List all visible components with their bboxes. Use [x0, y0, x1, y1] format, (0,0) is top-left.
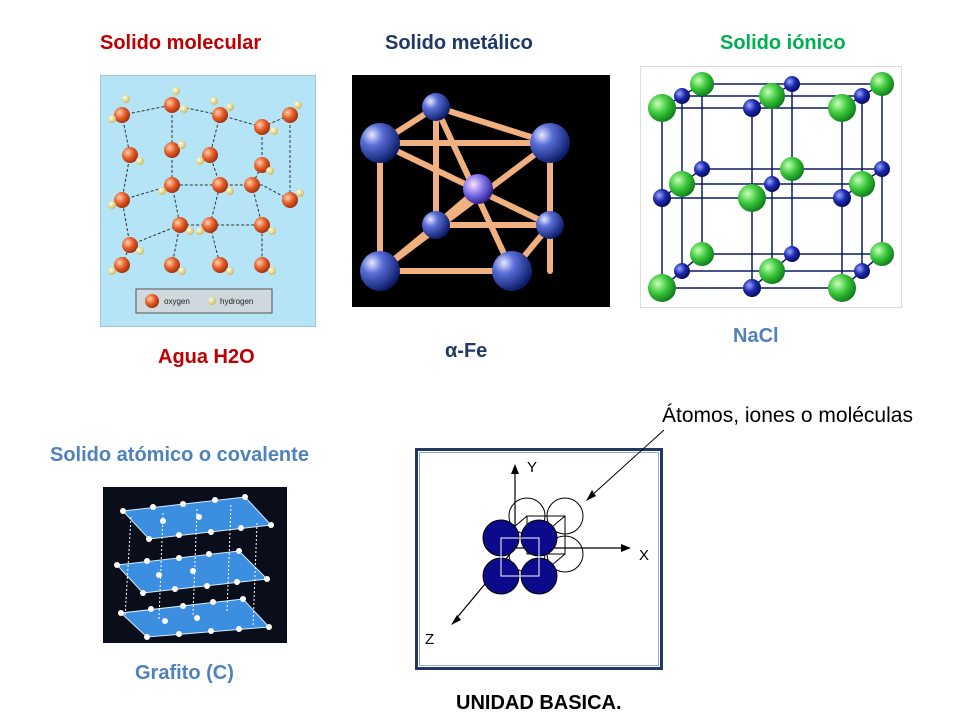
caption-alpha-iron: α-Fe	[445, 340, 488, 362]
caption-water: Agua H2O	[158, 346, 255, 368]
title-molecular-solid: Solido molecular	[100, 32, 262, 54]
title-covalent-solid: Solido atómico o covalente	[50, 444, 309, 466]
caption-graphite: Grafito (C)	[135, 662, 234, 684]
z-axis-label: Z	[425, 631, 434, 648]
x-axis-label: X	[639, 547, 649, 564]
caption-unit-cell: UNIDAD BASICA.	[456, 692, 622, 714]
water-structure-image: oxygen hydrogen	[100, 75, 316, 327]
caption-nacl: NaCl	[733, 325, 779, 347]
iron-bcc-structure-image	[352, 75, 610, 307]
legend-oxygen-label: oxygen	[164, 297, 190, 306]
hydrogen-legend-swatch	[208, 297, 216, 305]
y-axis-label: Y	[527, 459, 537, 476]
legend-hydrogen-label: hydrogen	[220, 297, 253, 306]
unit-cell-diagram: Y X Z	[415, 448, 663, 670]
title-metallic-solid: Solido metálico	[385, 32, 533, 54]
title-ionic-solid: Solido iónico	[720, 32, 846, 54]
atoms-annotation: Átomos, iones o moléculas	[662, 404, 913, 427]
oxygen-legend-swatch	[145, 294, 159, 308]
graphite-structure-image	[103, 487, 287, 643]
nacl-structure-image	[640, 66, 902, 308]
